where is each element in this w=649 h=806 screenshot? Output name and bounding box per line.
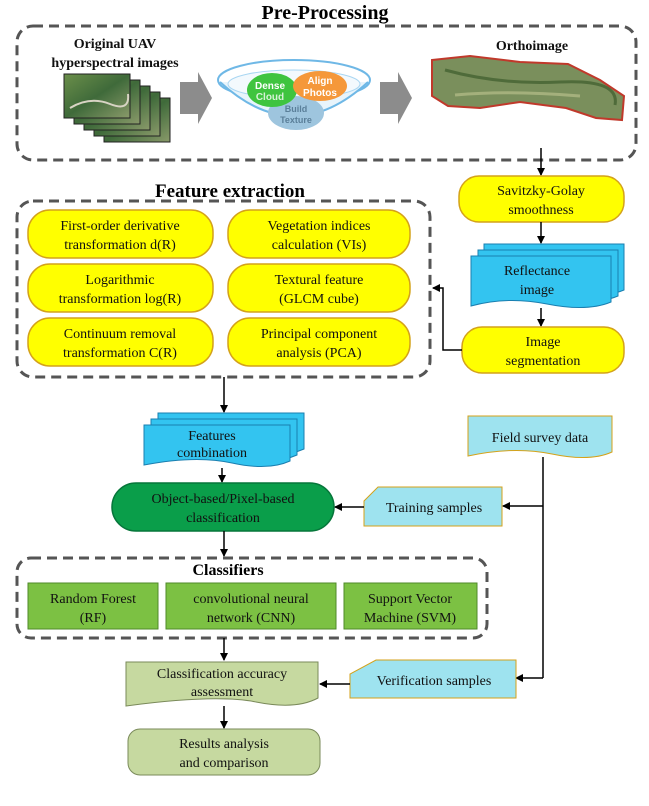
svg-text:Align: Align xyxy=(308,76,333,87)
svg-text:convolutional neural: convolutional neural xyxy=(193,592,309,607)
svg-text:network (CNN): network (CNN) xyxy=(207,611,296,626)
svg-text:(GLCM cube): (GLCM cube) xyxy=(279,292,359,307)
field-survey-data xyxy=(467,415,613,458)
preprocessing-title: Pre-Processing xyxy=(261,2,388,24)
svg-text:Principal component: Principal component xyxy=(261,327,377,342)
svg-text:analysis (PCA): analysis (PCA) xyxy=(276,346,362,361)
svg-text:Textural feature: Textural feature xyxy=(275,273,364,288)
reflectance-label-2: image xyxy=(520,283,554,298)
classifier-box: Support Vector Machine (SVM) xyxy=(343,582,478,630)
feature-box: Vegetation indices calculation (VIs) xyxy=(227,209,411,259)
features-combination-step xyxy=(143,412,305,467)
field-survey-label: Field survey data xyxy=(492,431,589,446)
training-samples-label: Training samples xyxy=(386,501,482,516)
accuracy-label-1: Classification accuracy xyxy=(157,667,287,682)
accuracy-assessment-step xyxy=(125,661,319,707)
svg-text:Texture: Texture xyxy=(280,115,312,125)
classifier-box: Random Forest (RF) xyxy=(27,582,159,630)
orthoimage-map xyxy=(431,54,626,122)
orthoimage-label: Orthoimage xyxy=(496,39,568,54)
feature-box: Textural feature (GLCM cube) xyxy=(227,263,411,313)
svg-text:calculation (VIs): calculation (VIs) xyxy=(272,238,367,253)
svg-text:Machine (SVM): Machine (SVM) xyxy=(364,611,456,626)
uav-image-stack xyxy=(63,73,171,143)
training-samples xyxy=(363,486,503,527)
accuracy-label-2: assessment xyxy=(191,685,253,700)
verification-samples-label: Verification samples xyxy=(377,674,492,689)
savitzky-golay-label-2: smoothness xyxy=(508,203,573,218)
process-arrow-icon xyxy=(180,72,212,124)
reflectance-label-1: Reflectance xyxy=(504,264,570,279)
analysis-label-2: and comparison xyxy=(179,756,268,771)
svg-text:First-order derivative: First-order derivative xyxy=(60,219,179,234)
svg-text:Dense: Dense xyxy=(255,81,285,92)
svg-text:transformation C(R): transformation C(R) xyxy=(63,346,177,361)
savitzky-golay-label-1: Savitzky-Golay xyxy=(497,184,585,199)
svg-text:Continuum removal: Continuum removal xyxy=(64,327,176,342)
svg-text:Support Vector: Support Vector xyxy=(368,592,452,607)
feature-box: Continuum removal transformation C(R) xyxy=(27,317,214,367)
classifier-box: convolutional neural network (CNN) xyxy=(165,582,337,630)
verification-samples xyxy=(349,659,517,699)
classifiers-title: Classifiers xyxy=(192,562,263,579)
svg-text:(RF): (RF) xyxy=(80,611,107,626)
feature-box: Logarithmic transformation log(R) xyxy=(27,263,214,313)
original-images-label-2: hyperspectral images xyxy=(51,56,179,71)
feature-extraction-title: Feature extraction xyxy=(155,181,305,202)
svg-text:transformation d(R): transformation d(R) xyxy=(64,238,176,253)
svg-text:Photos: Photos xyxy=(303,88,337,99)
results-analysis-step xyxy=(127,728,321,776)
feature-box: First-order derivative transformation d(… xyxy=(27,209,214,259)
classifiers-frame xyxy=(15,556,489,640)
svg-text:Random Forest: Random Forest xyxy=(50,592,136,607)
svg-text:Cloud: Cloud xyxy=(256,92,284,103)
preprocessing-frame xyxy=(15,24,638,162)
feature-box: Principal component analysis (PCA) xyxy=(227,317,411,367)
segmentation-label-2: segmentation xyxy=(506,354,581,369)
reflectance-image-step xyxy=(470,243,625,309)
photogrammetry-funnel: Dense Cloud Align Photos Build Texture xyxy=(217,59,371,130)
features-combination-label-1: Features xyxy=(188,429,235,444)
analysis-label-1: Results analysis xyxy=(179,737,269,752)
process-arrow-icon xyxy=(380,72,412,124)
svg-text:Build: Build xyxy=(285,104,308,114)
object-pixel-label-1: Object-based/Pixel-based xyxy=(151,492,294,507)
segmentation-label-1: Image xyxy=(526,335,561,350)
svg-text:Vegetation indices: Vegetation indices xyxy=(267,219,370,234)
svg-text:Logarithmic: Logarithmic xyxy=(85,273,154,288)
svg-text:transformation log(R): transformation log(R) xyxy=(59,292,182,307)
original-images-label-1: Original UAV xyxy=(74,37,157,52)
features-combination-label-2: combination xyxy=(177,446,247,461)
object-pixel-label-2: classification xyxy=(186,511,260,526)
